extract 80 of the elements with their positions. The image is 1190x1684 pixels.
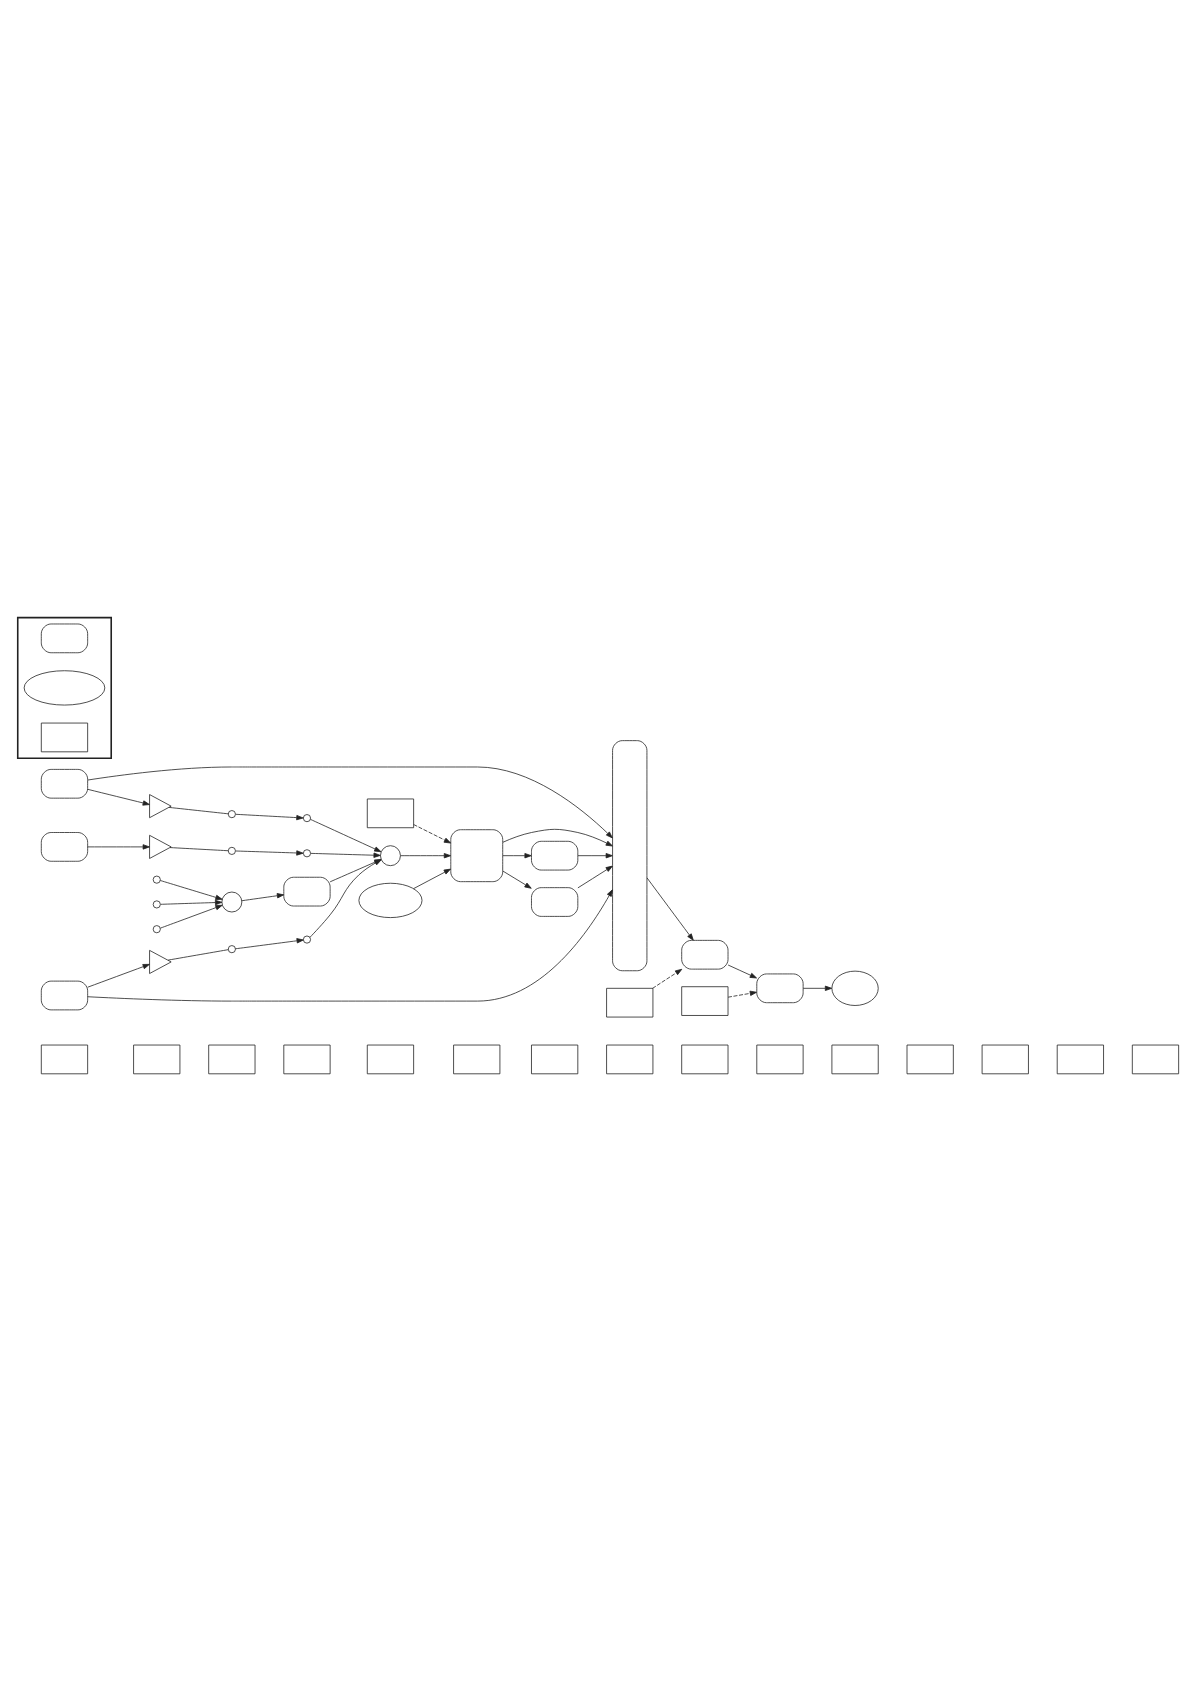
arrow bbox=[802, 985, 833, 991]
arrow bbox=[235, 849, 304, 856]
arrow bbox=[87, 843, 150, 850]
arrow bbox=[502, 828, 613, 846]
node-box bbox=[1131, 1044, 1180, 1074]
node-box bbox=[366, 798, 415, 828]
node-box bbox=[208, 1044, 256, 1074]
node-box bbox=[1056, 1044, 1104, 1074]
node-box bbox=[681, 1044, 729, 1074]
arrow bbox=[159, 879, 223, 900]
node-bar bbox=[612, 739, 648, 971]
node-box bbox=[756, 973, 804, 1003]
node-box bbox=[531, 840, 579, 870]
arrow bbox=[309, 858, 382, 938]
arrow bbox=[87, 788, 150, 806]
node-circle bbox=[152, 924, 161, 933]
arrow bbox=[646, 877, 694, 941]
node-triangle bbox=[149, 793, 172, 818]
arrow bbox=[160, 899, 223, 905]
node-circle bbox=[227, 809, 236, 818]
node-box bbox=[40, 980, 89, 1010]
node-box bbox=[531, 1044, 579, 1074]
arrow bbox=[502, 852, 532, 858]
arrow bbox=[310, 852, 381, 858]
arrow bbox=[87, 888, 613, 1001]
arrow bbox=[413, 868, 451, 889]
node-triangle bbox=[149, 834, 172, 859]
arrow bbox=[241, 892, 285, 901]
arrow bbox=[502, 870, 532, 889]
node-ellipse bbox=[23, 669, 106, 705]
arrow bbox=[577, 865, 613, 888]
node-circle bbox=[380, 844, 401, 866]
arrow bbox=[329, 858, 382, 882]
arrow bbox=[310, 818, 382, 852]
node-box bbox=[40, 831, 89, 862]
node-circle bbox=[152, 899, 161, 908]
arrow bbox=[727, 990, 757, 998]
arrow bbox=[413, 823, 452, 843]
node-box bbox=[531, 886, 579, 917]
node-circle bbox=[227, 846, 236, 855]
arrow bbox=[577, 852, 613, 858]
arrow bbox=[159, 904, 223, 929]
node-box bbox=[40, 623, 89, 653]
arrow bbox=[400, 852, 452, 858]
cluster bbox=[16, 616, 112, 759]
node-box bbox=[681, 985, 729, 1016]
node-box bbox=[283, 876, 331, 906]
connector bbox=[169, 846, 229, 851]
node-circle bbox=[302, 813, 311, 822]
node-circle bbox=[152, 875, 161, 884]
node-box bbox=[681, 939, 729, 970]
node-ellipse bbox=[358, 882, 423, 918]
node-box bbox=[453, 1044, 501, 1074]
node-box bbox=[366, 1044, 415, 1074]
node-box bbox=[606, 1044, 654, 1074]
connector bbox=[168, 806, 229, 814]
node-box bbox=[981, 1044, 1029, 1074]
node-circle bbox=[302, 848, 311, 857]
node-box bbox=[40, 1044, 89, 1074]
node-box bbox=[40, 722, 89, 752]
node-box bbox=[906, 1044, 954, 1074]
node-triangle bbox=[149, 949, 172, 974]
arrow bbox=[652, 968, 683, 989]
arrow bbox=[87, 766, 613, 838]
node-circle bbox=[227, 944, 236, 953]
arrow bbox=[727, 964, 757, 978]
arrow bbox=[235, 813, 304, 820]
node-box bbox=[606, 987, 654, 1017]
node-box bbox=[283, 1044, 331, 1074]
node-box bbox=[756, 1044, 804, 1074]
node-ellipse bbox=[831, 970, 879, 1006]
node-box bbox=[450, 828, 504, 882]
node-box bbox=[831, 1044, 879, 1074]
node-circle bbox=[221, 891, 243, 912]
node-box bbox=[40, 768, 89, 799]
node-circle bbox=[302, 935, 311, 944]
arrow bbox=[87, 963, 150, 988]
connector bbox=[167, 948, 229, 960]
node-box bbox=[133, 1044, 181, 1074]
arrow bbox=[235, 937, 304, 949]
